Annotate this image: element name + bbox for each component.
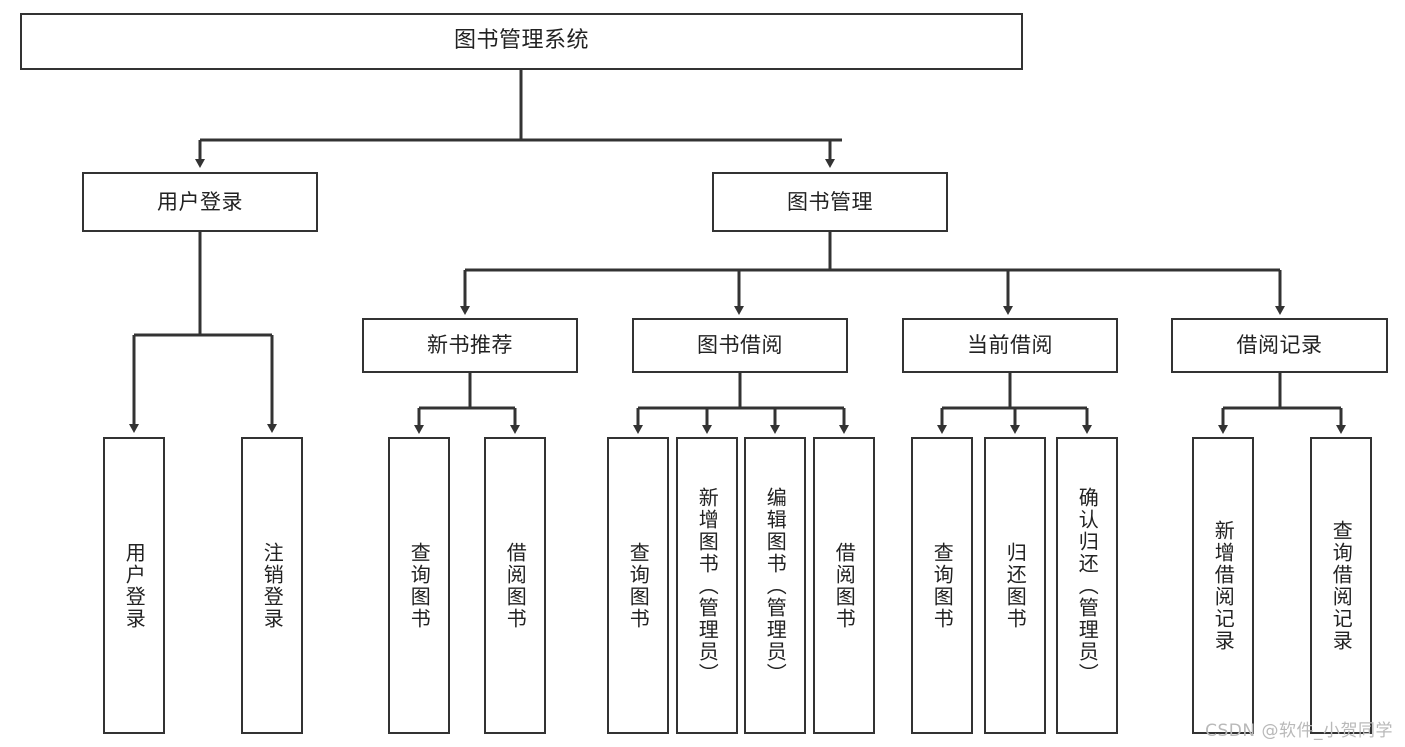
node-leaf-return-book[interactable]: 归还图书 (984, 437, 1046, 734)
node-borrow-record[interactable]: 借阅记录 (1171, 318, 1388, 373)
node-leaf-query-book-cur[interactable]: 查询图书 (911, 437, 973, 734)
node-leaf-query-book-borrow[interactable]: 查询图书 (607, 437, 669, 734)
node-current-borrow-label: 当前借阅 (967, 333, 1053, 358)
node-leaf-query-book-rec[interactable]: 查询图书 (388, 437, 450, 734)
node-leaf-query-record-label: 查询借阅记录 (1329, 519, 1354, 652)
node-user-login[interactable]: 用户登录 (82, 172, 318, 232)
node-leaf-add-record-label: 新增借阅记录 (1211, 519, 1236, 652)
node-leaf-borrow-book-rec[interactable]: 借阅图书 (484, 437, 546, 734)
node-leaf-query-record[interactable]: 查询借阅记录 (1310, 437, 1372, 734)
node-leaf-user-login[interactable]: 用户登录 (103, 437, 165, 734)
node-leaf-edit-book-label: 编辑图书（管理员） (763, 486, 788, 685)
node-leaf-query-book-cur-label: 查询图书 (930, 541, 955, 630)
node-leaf-borrow-book-label: 借阅图书 (832, 541, 857, 630)
node-book-borrow-label: 图书借阅 (697, 333, 783, 358)
node-leaf-query-book-borrow-label: 查询图书 (626, 541, 651, 630)
node-new-book-rec-label: 新书推荐 (427, 333, 513, 358)
node-leaf-confirm-return-label: 确认归还（管理员） (1075, 486, 1100, 685)
node-borrow-record-label: 借阅记录 (1236, 333, 1323, 358)
node-user-login-label: 用户登录 (157, 189, 243, 214)
node-root-label: 图书管理系统 (453, 28, 589, 54)
node-leaf-edit-book[interactable]: 编辑图书（管理员） (744, 437, 806, 734)
node-leaf-add-book[interactable]: 新增图书（管理员） (676, 437, 738, 734)
node-leaf-user-logout[interactable]: 注销登录 (241, 437, 303, 734)
node-new-book-rec[interactable]: 新书推荐 (362, 318, 578, 373)
node-book-manage-label: 图书管理 (787, 189, 873, 214)
node-leaf-confirm-return[interactable]: 确认归还（管理员） (1056, 437, 1118, 734)
node-leaf-return-book-label: 归还图书 (1003, 541, 1028, 630)
node-current-borrow[interactable]: 当前借阅 (902, 318, 1118, 373)
node-book-borrow[interactable]: 图书借阅 (632, 318, 848, 373)
node-leaf-add-record[interactable]: 新增借阅记录 (1192, 437, 1254, 734)
node-leaf-query-book-rec-label: 查询图书 (407, 541, 432, 630)
node-leaf-borrow-book[interactable]: 借阅图书 (813, 437, 875, 734)
node-book-manage[interactable]: 图书管理 (712, 172, 948, 232)
node-leaf-user-login-label: 用户登录 (122, 541, 147, 630)
node-leaf-add-book-label: 新增图书（管理员） (695, 486, 720, 685)
node-root[interactable]: 图书管理系统 (20, 13, 1023, 70)
node-leaf-borrow-book-rec-label: 借阅图书 (503, 541, 528, 630)
node-leaf-user-logout-label: 注销登录 (260, 541, 285, 630)
watermark-text: CSDN @软件_小贺同学 (1205, 721, 1393, 741)
